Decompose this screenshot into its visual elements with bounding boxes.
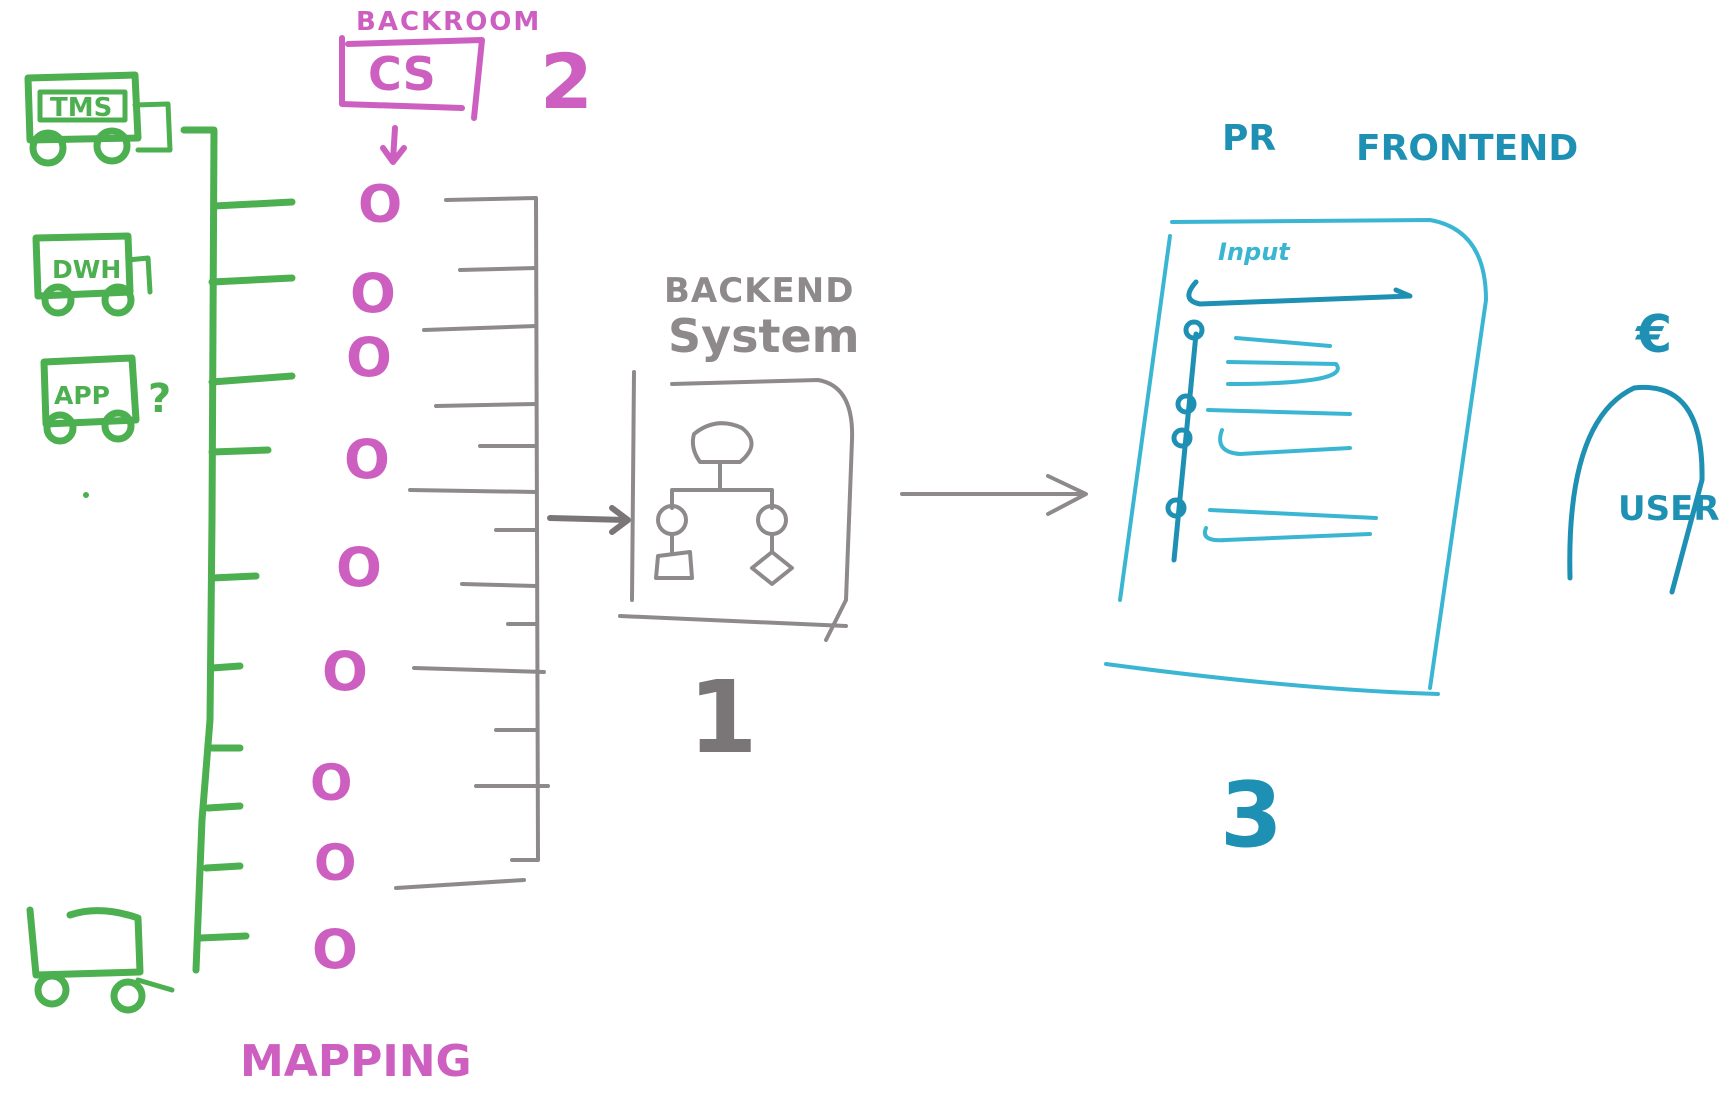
frontend-header-right: FRONTEND bbox=[1356, 128, 1578, 169]
mapping-circle: O bbox=[336, 536, 382, 599]
mapping-circle: O bbox=[322, 640, 368, 703]
backroom-label: BACKROOM bbox=[356, 7, 541, 37]
source-unknown-mark: ? bbox=[148, 376, 171, 422]
collector-group bbox=[394, 196, 631, 890]
source-trunk-line bbox=[180, 126, 218, 974]
backend-step-number: 1 bbox=[688, 659, 758, 776]
mapping-circle: O bbox=[344, 428, 390, 491]
source-label-dwh: DWH bbox=[52, 255, 121, 284]
frontend-input-label: Input bbox=[1218, 238, 1291, 266]
mapping-circle: O bbox=[350, 262, 396, 325]
frontend-step-number: 3 bbox=[1220, 763, 1283, 868]
mapping-circles: O O O O O O O O O bbox=[310, 175, 402, 981]
cs-down-arrow bbox=[380, 125, 407, 165]
frontend-list bbox=[1165, 319, 1378, 563]
stray-dot bbox=[83, 492, 89, 498]
frontend-group: PR FRONTEND Input 3 bbox=[1104, 118, 1578, 868]
source-label-tms: TMS bbox=[50, 93, 112, 123]
backend-frame bbox=[618, 370, 855, 642]
user-figure: € USER bbox=[1567, 305, 1720, 595]
mapping-label: MAPPING bbox=[240, 1036, 472, 1087]
mapping-circle: O bbox=[314, 834, 357, 892]
backend-title-line2: System bbox=[668, 309, 860, 363]
backend-hierarchy-icon bbox=[654, 421, 794, 586]
source-branches bbox=[196, 198, 296, 942]
source-vehicle-dwh: DWH bbox=[32, 232, 153, 317]
user-body-outline bbox=[1567, 384, 1705, 595]
frontend-screen-frame bbox=[1104, 218, 1488, 696]
mapping-circle: O bbox=[346, 326, 392, 389]
frontend-input-field bbox=[1186, 279, 1413, 307]
currency-icon: € bbox=[1635, 305, 1672, 365]
source-vehicle-4 bbox=[26, 906, 175, 1014]
source-vehicle-app: APP ? bbox=[40, 354, 171, 445]
mapping-circle: O bbox=[310, 754, 353, 812]
cs-label: CS bbox=[368, 47, 436, 101]
source-systems-group: TMS DWH APP ? bbox=[24, 71, 296, 1014]
source-label-app: APP bbox=[54, 381, 110, 410]
mapping-group: BACKROOM CS 2 O O O O O O O O O MAPPING bbox=[240, 7, 593, 1087]
collector-to-backend-arrow bbox=[547, 505, 631, 535]
source-vehicle-tms: TMS bbox=[24, 71, 173, 167]
mapping-circle: O bbox=[312, 918, 358, 981]
mapping-step-number: 2 bbox=[540, 37, 593, 126]
backend-title-line1: BACKEND bbox=[664, 271, 854, 311]
mapping-circle: O bbox=[358, 175, 402, 235]
frontend-header-left: PR bbox=[1222, 118, 1276, 159]
backend-system: BACKEND System 1 bbox=[618, 271, 1088, 776]
collector-ticks bbox=[394, 266, 550, 890]
backend-to-frontend-arrow bbox=[900, 474, 1088, 516]
cs-box bbox=[339, 35, 485, 121]
user-label: USER bbox=[1618, 489, 1720, 529]
